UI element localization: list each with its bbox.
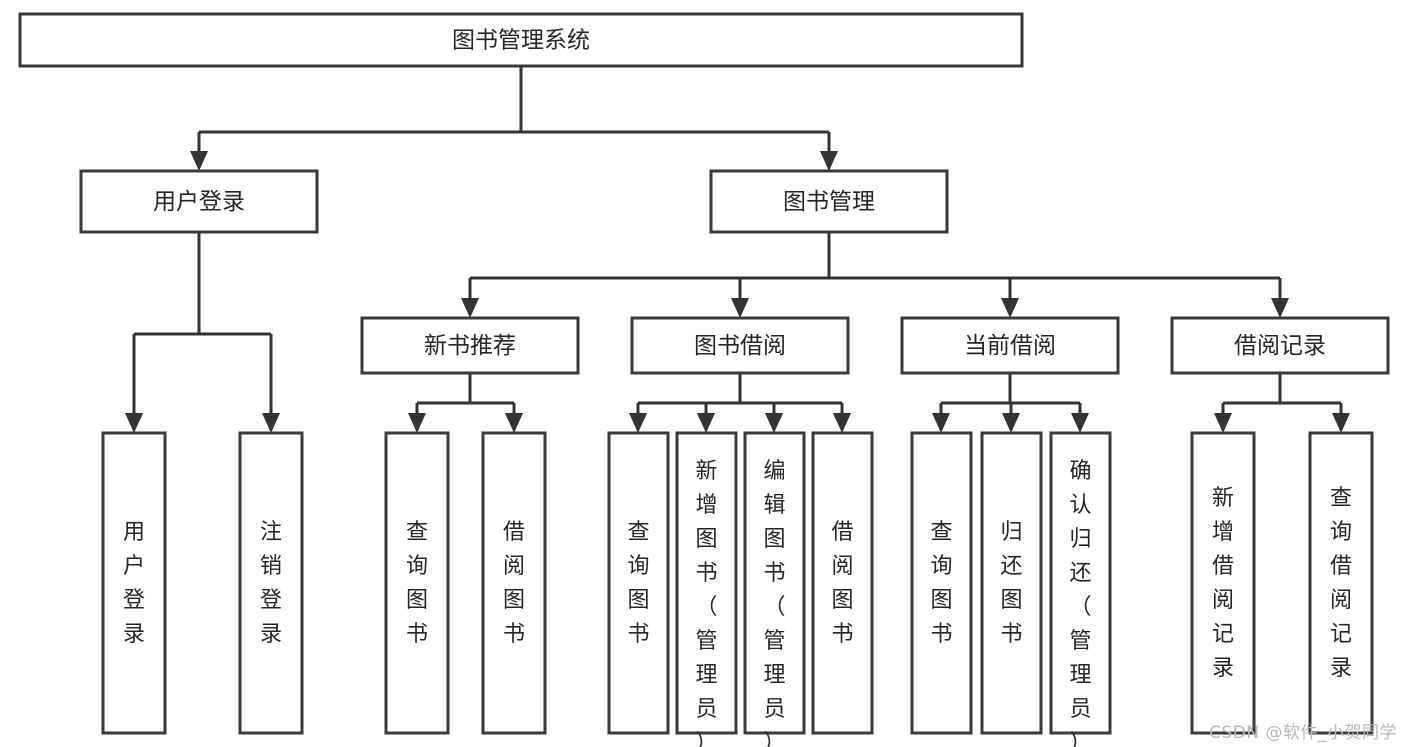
node-label-leaf-query-book-1: 查询图书 [406,520,428,647]
node-leaf-borrow-book-2[interactable]: 借阅图书 [811,431,874,735]
node-label-book-borrow: 图书借阅 [694,333,786,359]
node-leaf-return-book[interactable]: 归还图书 [980,431,1043,735]
node-new-book-rec[interactable]: 新书推荐 [360,316,580,375]
node-book-manage[interactable]: 图书管理 [709,169,949,234]
node-label-book-manage: 图书管理 [783,189,875,215]
connector-group-root-children [190,66,838,171]
connector-group-book-borrow-children [629,373,851,433]
node-label-leaf-query-book-2: 查询图书 [627,520,649,647]
node-box-leaf-logout [238,431,304,735]
connector-group-borrow-record-children [1214,373,1350,433]
node-leaf-logout[interactable]: 注销登录 [238,431,304,735]
node-leaf-confirm-return[interactable]: 确认归还（管理员） [1049,431,1112,747]
node-book-borrow[interactable]: 图书借阅 [630,316,850,375]
connector-group-new-book-rec-children [408,373,523,433]
node-label-leaf-borrow-book-1: 借阅图书 [503,520,525,647]
node-box-book-manage [709,169,949,234]
node-box-book-borrow [630,316,850,375]
node-label-current-borrow: 当前借阅 [964,333,1056,359]
node-label-user-login: 用户登录 [153,189,245,215]
node-label-leaf-logout: 注销登录 [260,520,282,647]
node-label-leaf-add-book: 新增图书（管理员） [695,459,717,747]
node-label-leaf-query-record: 查询借阅记录 [1330,486,1352,681]
node-box-new-book-rec [360,316,580,375]
node-leaf-query-book-2[interactable]: 查询图书 [607,431,670,735]
node-leaf-borrow-book-1[interactable]: 借阅图书 [481,431,547,735]
node-leaf-query-book-3[interactable]: 查询图书 [910,431,973,735]
node-root[interactable]: 图书管理系统 [18,12,1024,68]
node-leaf-add-record[interactable]: 新增借阅记录 [1190,431,1256,735]
connector-group-book-manage-children [461,232,1289,318]
connector-group-current-borrow-children [932,373,1089,433]
node-leaf-add-book[interactable]: 新增图书（管理员） [675,431,738,747]
node-box-leaf-query-book-2 [607,431,670,735]
node-box-leaf-edit-book [743,431,806,735]
node-box-leaf-query-book-3 [910,431,973,735]
node-label-leaf-confirm-return: 确认归还（管理员） [1069,459,1091,747]
node-box-leaf-borrow-book-1 [481,431,547,735]
node-label-new-book-rec: 新书推荐 [424,333,516,359]
node-label-borrow-record: 借阅记录 [1234,333,1326,359]
connector-group-user-login-children [125,232,280,433]
node-box-leaf-query-record [1308,431,1374,735]
connectors-layer [125,66,1350,433]
node-box-leaf-return-book [980,431,1043,735]
node-current-borrow[interactable]: 当前借阅 [900,316,1120,375]
node-box-leaf-add-record [1190,431,1256,735]
node-box-root [18,12,1024,68]
node-label-leaf-add-record: 新增借阅记录 [1212,486,1234,681]
node-box-borrow-record [1170,316,1390,375]
node-label-leaf-user-login: 用户登录 [123,520,145,647]
node-box-leaf-add-book [675,431,738,735]
node-box-leaf-query-book-1 [384,431,450,735]
node-label-leaf-return-book: 归还图书 [1000,520,1022,647]
node-box-leaf-confirm-return [1049,431,1112,735]
nodes-layer: 图书管理系统用户登录图书管理新书推荐图书借阅当前借阅借阅记录用户登录注销登录查询… [18,12,1390,747]
node-leaf-query-book-1[interactable]: 查询图书 [384,431,450,735]
node-box-user-login [79,169,319,234]
node-leaf-edit-book[interactable]: 编辑图书（管理员） [743,431,806,747]
node-borrow-record[interactable]: 借阅记录 [1170,316,1390,375]
node-leaf-query-record[interactable]: 查询借阅记录 [1308,431,1374,735]
node-box-leaf-user-login [101,431,167,735]
node-box-leaf-borrow-book-2 [811,431,874,735]
node-label-leaf-edit-book: 编辑图书（管理员） [763,459,785,747]
node-leaf-user-login[interactable]: 用户登录 [101,431,167,735]
node-label-leaf-query-book-3: 查询图书 [930,520,952,647]
node-box-current-borrow [900,316,1120,375]
node-label-leaf-borrow-book-2: 借阅图书 [831,520,853,647]
watermark-label: CSDN @软件_小贺同学 [1209,723,1397,743]
node-user-login[interactable]: 用户登录 [79,169,319,234]
node-label-root: 图书管理系统 [452,28,590,54]
